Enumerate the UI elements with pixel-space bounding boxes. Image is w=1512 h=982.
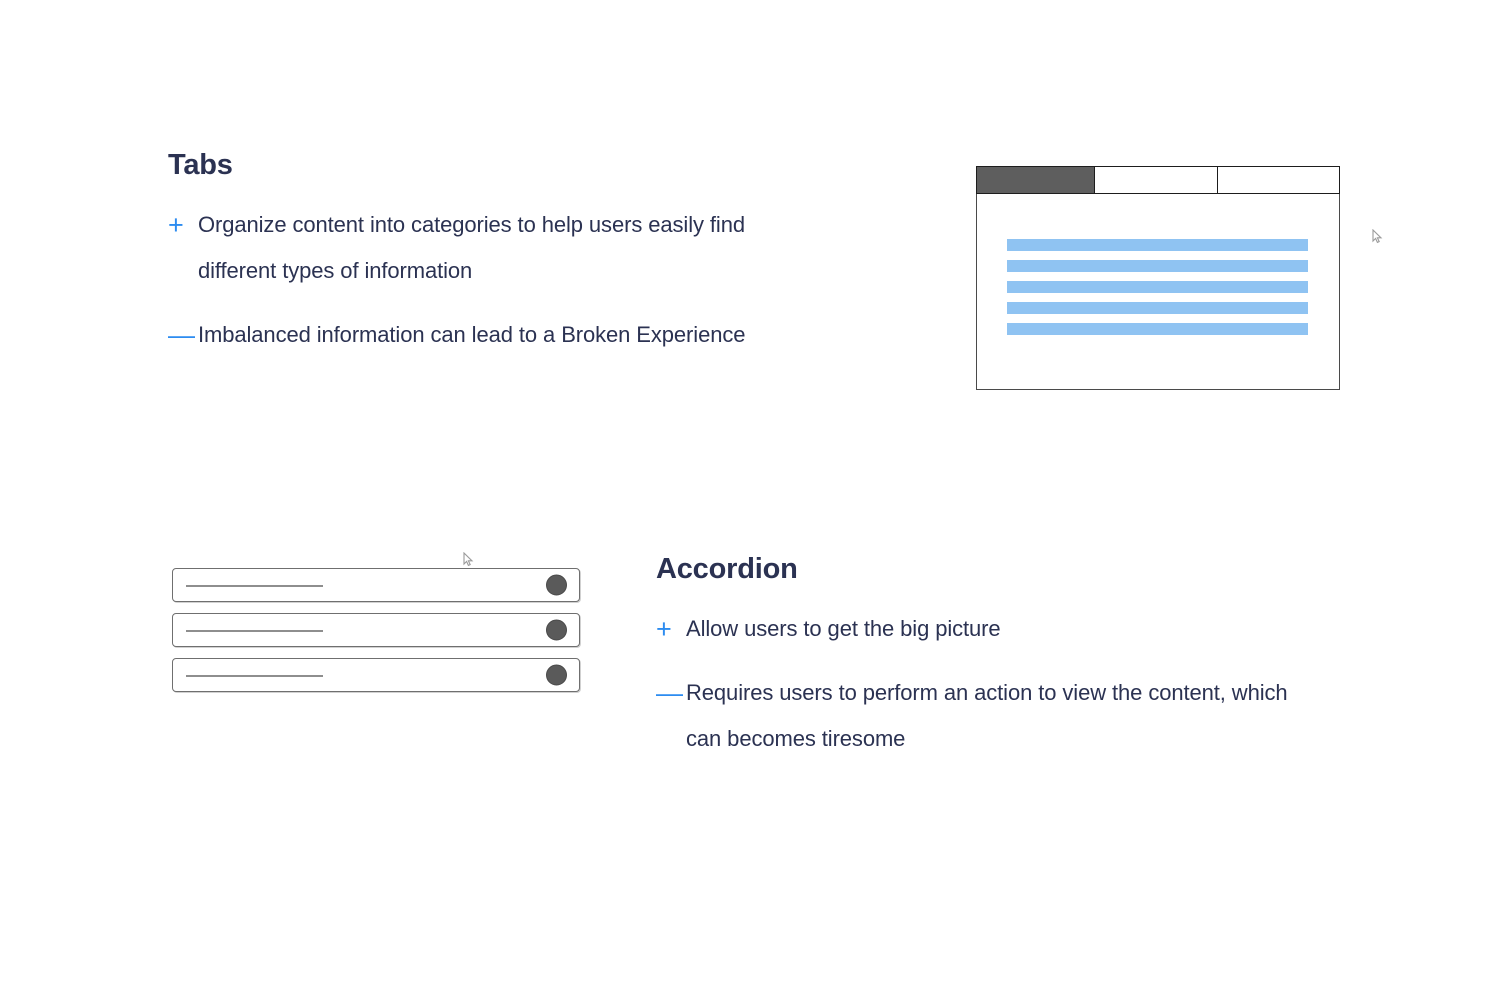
accordion-bullet-pro-text: Allow users to get the big picture: [686, 615, 1001, 641]
accordion-toggle-icon[interactable]: [546, 574, 567, 596]
content-line: [1007, 323, 1308, 335]
tab-item-3[interactable]: [1218, 166, 1340, 194]
tabs-bullet-con: — Imbalanced information can lead to a B…: [168, 312, 868, 358]
accordion-toggle-icon[interactable]: [546, 664, 567, 686]
accordion-row[interactable]: [172, 613, 580, 647]
content-line: [1007, 302, 1308, 314]
tabs-section-text: Tabs + Organize content into categories …: [168, 149, 868, 376]
minus-icon: —: [656, 677, 683, 708]
mouse-cursor-icon: [1372, 228, 1383, 244]
tab-content-lines: [1007, 239, 1308, 335]
accordion-row[interactable]: [172, 658, 580, 692]
content-line: [1007, 260, 1308, 272]
tabs-bullet-con-text: Imbalanced information can lead to a Bro…: [198, 321, 746, 347]
accordion-row-label-placeholder: [186, 675, 323, 677]
accordion-toggle-icon[interactable]: [546, 619, 567, 641]
accordion-bullet-con: — Requires users to perform an action to…: [656, 670, 1416, 762]
accordion-row-label-placeholder: [186, 585, 323, 587]
tab-content-panel: [976, 194, 1340, 390]
tabs-bullet-pro: + Organize content into categories to he…: [168, 202, 868, 294]
accordion-bullet-pro: + Allow users to get the big picture: [656, 606, 1416, 652]
tab-item-2[interactable]: [1095, 166, 1218, 194]
tabs-bullet-pro-text: Organize content into categories to help…: [198, 211, 745, 283]
accordion-bullet-con-text: Requires users to perform an action to v…: [686, 679, 1288, 751]
accordion-wireframe-illustration: [172, 568, 580, 692]
plus-icon: +: [656, 613, 672, 644]
minus-icon: —: [168, 319, 195, 350]
plus-icon: +: [168, 209, 184, 240]
accordion-section-title: Accordion: [656, 553, 798, 585]
tab-bar: [976, 166, 1340, 194]
content-line: [1007, 239, 1308, 251]
accordion-row-label-placeholder: [186, 630, 323, 632]
tabs-wireframe-illustration: [976, 166, 1340, 390]
accordion-section-text: Accordion + Allow users to get the big p…: [656, 553, 1416, 780]
tabs-section-title: Tabs: [168, 149, 233, 181]
content-line: [1007, 281, 1308, 293]
accordion-row[interactable]: [172, 568, 580, 602]
tab-item-1[interactable]: [976, 166, 1095, 194]
mouse-cursor-icon: [463, 551, 474, 567]
